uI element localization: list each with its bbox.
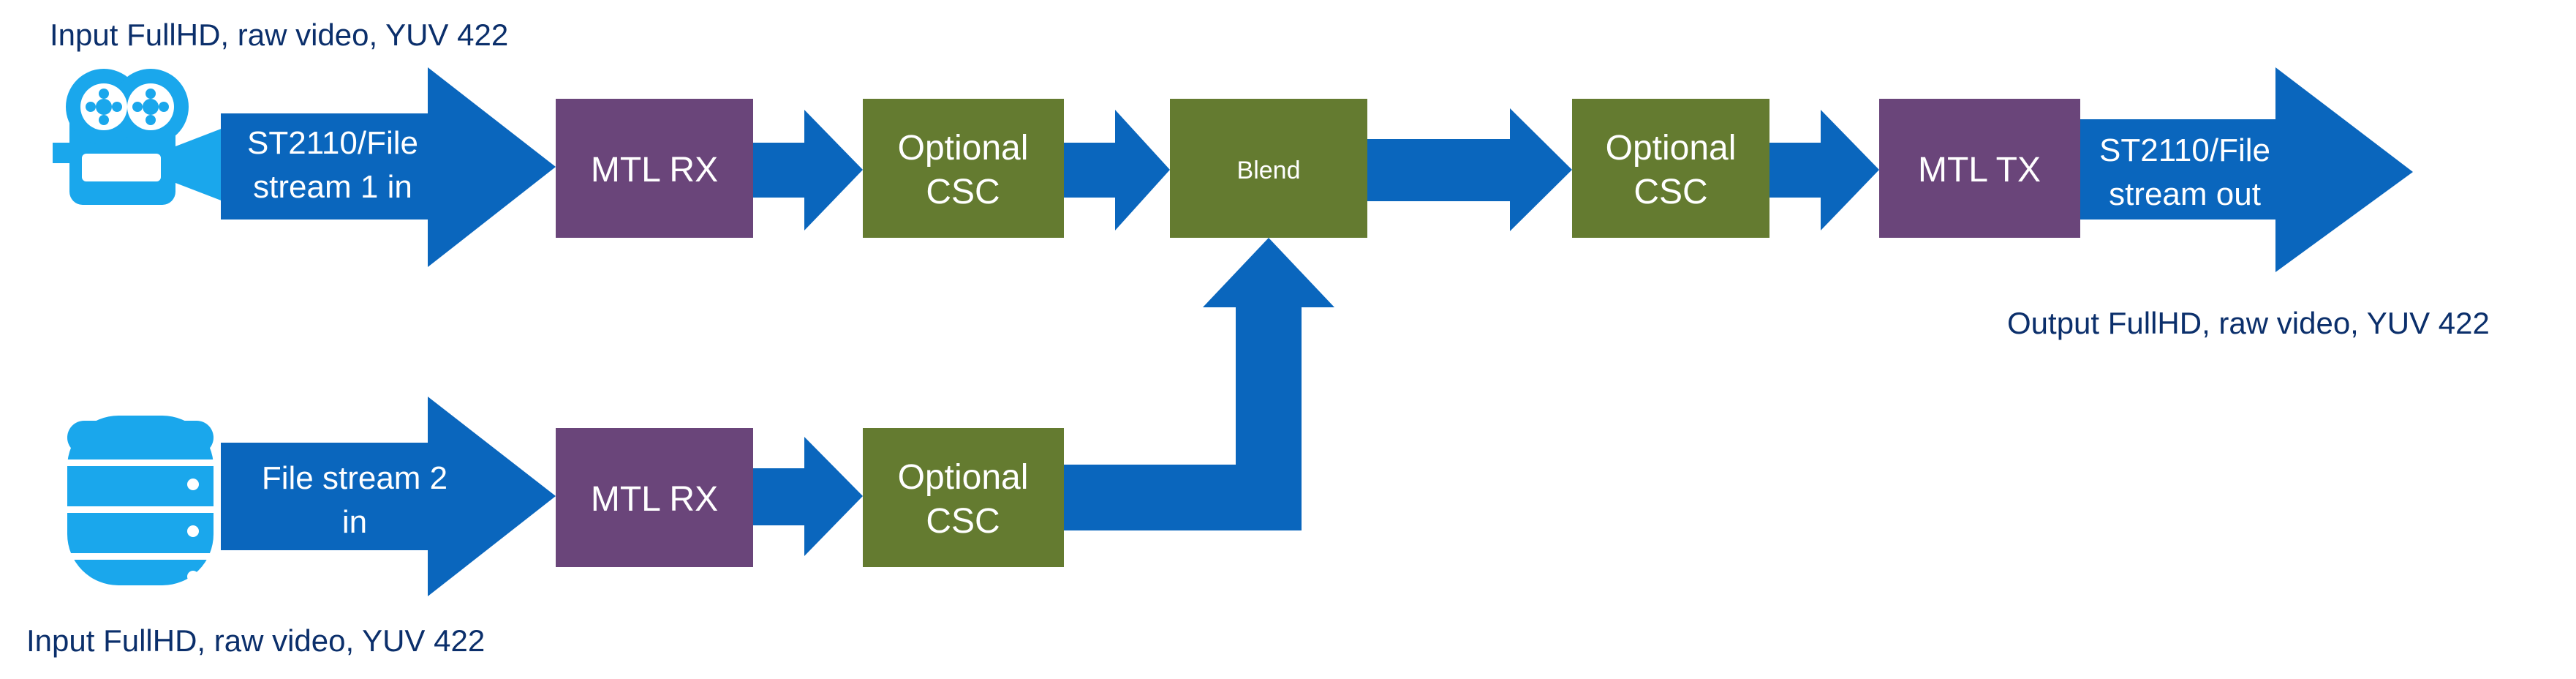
mtl-tx-label: MTL TX [1918, 151, 2041, 190]
csc-out-label-line2: CSC [1633, 173, 1707, 211]
arrow-csc-out-to-tx [1769, 110, 1879, 230]
blend-box: Blend [1170, 99, 1367, 238]
csc-out-label-line1: Optional [1606, 129, 1737, 168]
stream2-label-line1: File stream 2 [262, 460, 447, 496]
stream1-input-arrow: ST2110/File stream 1 in [221, 67, 556, 267]
stream1-label-line1: ST2110/File [247, 125, 418, 161]
video-camera-icon [53, 69, 223, 205]
mtl-rx-top-box: MTL RX [556, 99, 753, 238]
output-caption: Output FullHD, raw video, YUV 422 [2007, 306, 2490, 340]
database-icon [67, 416, 214, 585]
mtl-rx-top-label: MTL RX [591, 151, 718, 190]
mtl-tx-box: MTL TX [1879, 99, 2080, 238]
stream2-label-line2: in [342, 504, 367, 540]
csc-out-box: Optional CSC [1572, 99, 1769, 238]
arrow-rx-to-csc-bottom [753, 437, 863, 556]
mtl-rx-bottom-label: MTL RX [591, 480, 718, 519]
stream2-input-arrow: File stream 2 in [221, 397, 556, 596]
csc-bottom-box: Optional CSC [863, 428, 1064, 567]
output-label-line1: ST2110/File [2099, 132, 2270, 168]
csc-bottom-label-line1: Optional [898, 458, 1029, 497]
csc-top-label-line2: CSC [926, 173, 1000, 211]
csc-top-box: Optional CSC [863, 99, 1064, 238]
stream-output-arrow: ST2110/File stream out [2080, 67, 2413, 272]
arrow-rx-to-csc-top [753, 110, 863, 230]
input-caption-top: Input FullHD, raw video, YUV 422 [50, 18, 508, 52]
csc-top-label-line1: Optional [898, 129, 1029, 168]
arrow-csc-bottom-to-blend [1064, 238, 1334, 530]
output-label-line2: stream out [2109, 176, 2261, 212]
stream1-label-line2: stream 1 in [253, 169, 412, 205]
arrow-blend-to-csc-out [1367, 108, 1572, 231]
input-caption-bottom: Input FullHD, raw video, YUV 422 [26, 623, 485, 658]
csc-bottom-label-line2: CSC [926, 502, 1000, 541]
blend-label: Blend [1237, 157, 1301, 184]
mtl-rx-bottom-box: MTL RX [556, 428, 753, 567]
arrow-csc-to-blend [1064, 110, 1170, 230]
